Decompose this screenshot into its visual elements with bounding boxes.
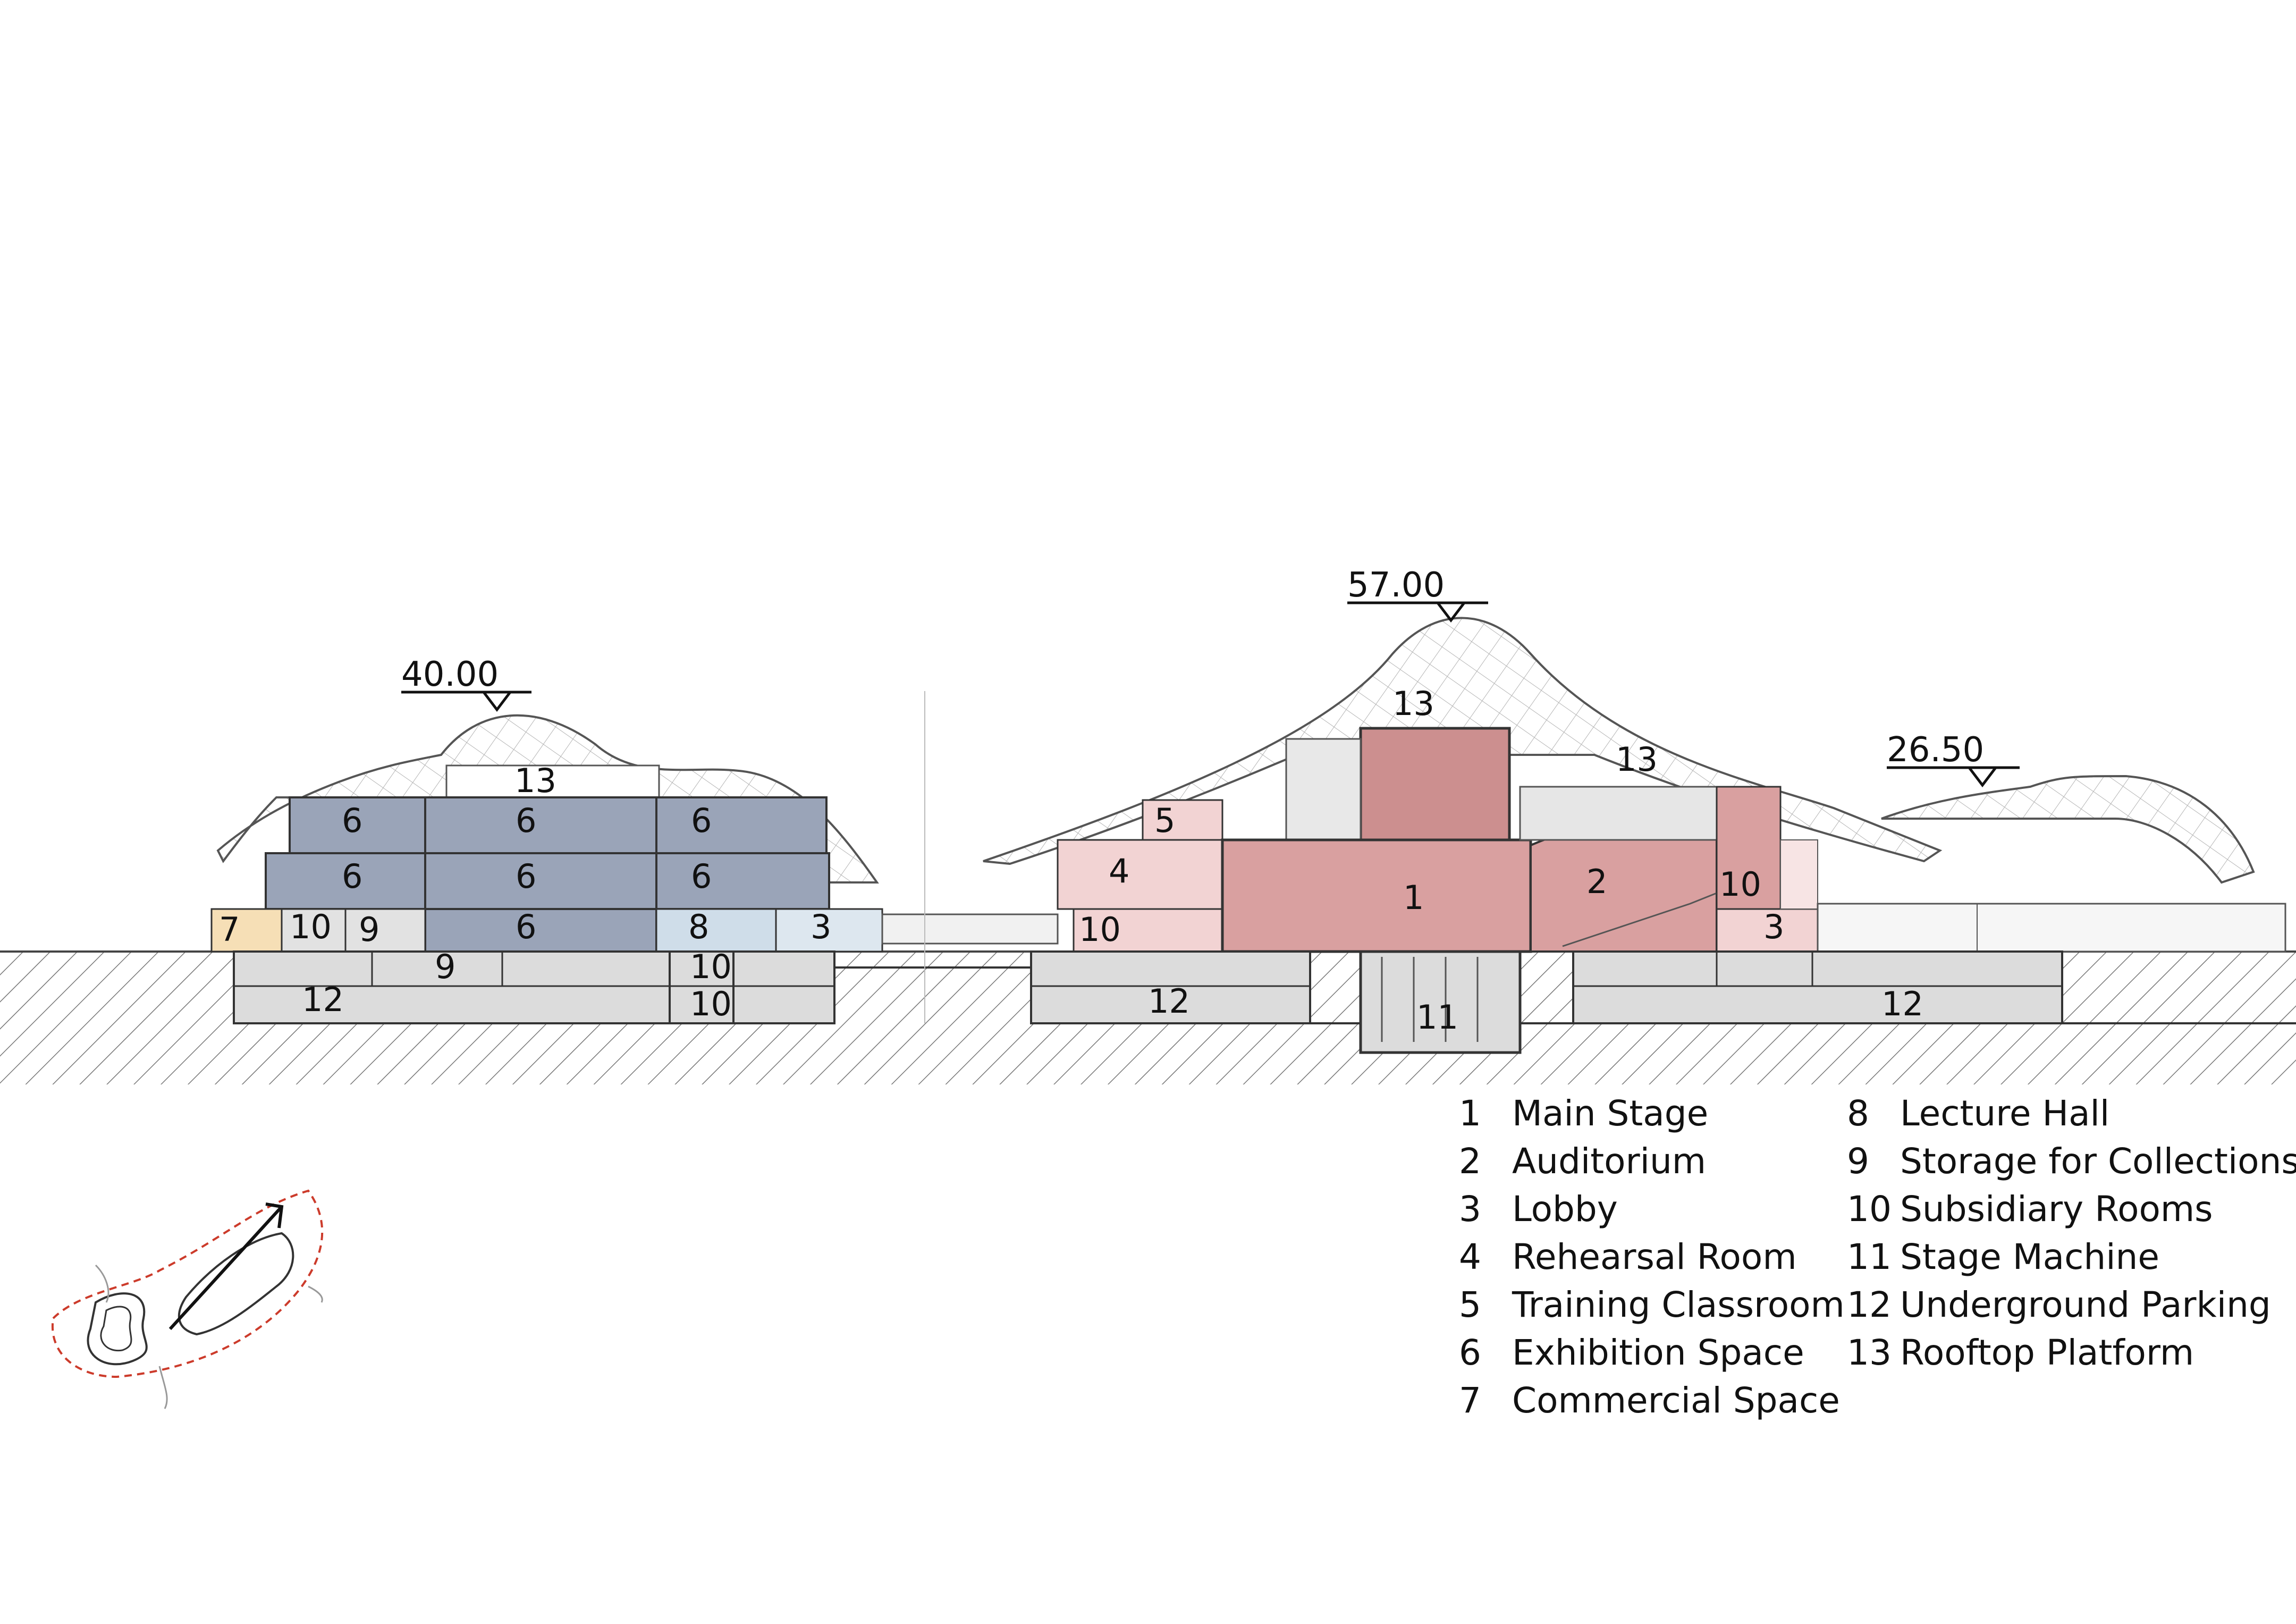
connecting-bridge: [881, 691, 1059, 1023]
main-stage-block: [1221, 838, 1532, 953]
basement-left-parking: [1030, 950, 1311, 1024]
room-label: 4: [1109, 852, 1129, 890]
room-label: 6: [516, 801, 536, 840]
exhibition-block: [289, 796, 828, 854]
room-label: 10: [1079, 910, 1121, 949]
lecture-block: [655, 908, 777, 953]
room-label: 6: [516, 907, 536, 946]
elevation-marker-right: 26.50: [1887, 730, 2020, 788]
elevation-marker-center: 57.00: [1347, 566, 1488, 623]
room-label: 11: [1416, 998, 1458, 1037]
room-label: 10: [1719, 865, 1761, 904]
room-label: 10: [690, 947, 732, 986]
room-label: 8: [688, 907, 709, 946]
room-label: 3: [811, 907, 831, 946]
room-label: 6: [691, 801, 712, 840]
room-label: 13: [1616, 740, 1658, 779]
svg-text:57.00: 57.00: [1347, 566, 1445, 605]
exhibition-block: [265, 852, 830, 910]
room-label: 2: [1586, 862, 1607, 901]
room-labels: 13 6 6 6 6 6 6 6 7 10 9 8 3 9 10 12 10 1…: [219, 684, 1923, 1037]
elevation-marker-left: 40.00: [401, 655, 531, 712]
room-label: 12: [1881, 985, 1923, 1023]
room-label: 13: [1392, 684, 1434, 723]
central-building: [983, 617, 2286, 1054]
room-label: 13: [514, 761, 556, 800]
room-label: 6: [342, 857, 362, 896]
room-label: 6: [342, 801, 362, 840]
room-label: 7: [219, 910, 240, 949]
room-label: 1: [1403, 878, 1424, 917]
room-label: 6: [516, 857, 536, 896]
room-label: 5: [1154, 801, 1175, 840]
room-label: 12: [302, 980, 344, 1019]
room-label: 10: [690, 985, 732, 1023]
room-label: 9: [435, 947, 455, 986]
training-classroom-block: [1142, 799, 1223, 844]
room-label: 3: [1763, 907, 1784, 946]
room-label: 9: [359, 910, 379, 949]
lobby-right-block: [1716, 908, 1819, 953]
room-label: 10: [290, 907, 332, 946]
basement-right-parking: [1572, 950, 2063, 1024]
room-label: 12: [1148, 982, 1190, 1021]
rehearsal-room-block: [1057, 839, 1223, 910]
stage-machine-pit: [1359, 950, 1522, 1054]
svg-text:26.50: 26.50: [1887, 730, 1984, 770]
exhibition-block: [424, 908, 660, 953]
left-building: [210, 714, 883, 1024]
subsidiary-rooms-block: [1073, 908, 1223, 955]
svg-text:40.00: 40.00: [401, 655, 499, 694]
key-plan: [51, 1189, 324, 1409]
room-label: 6: [691, 857, 712, 896]
right-roof-shell: [1881, 775, 2255, 884]
